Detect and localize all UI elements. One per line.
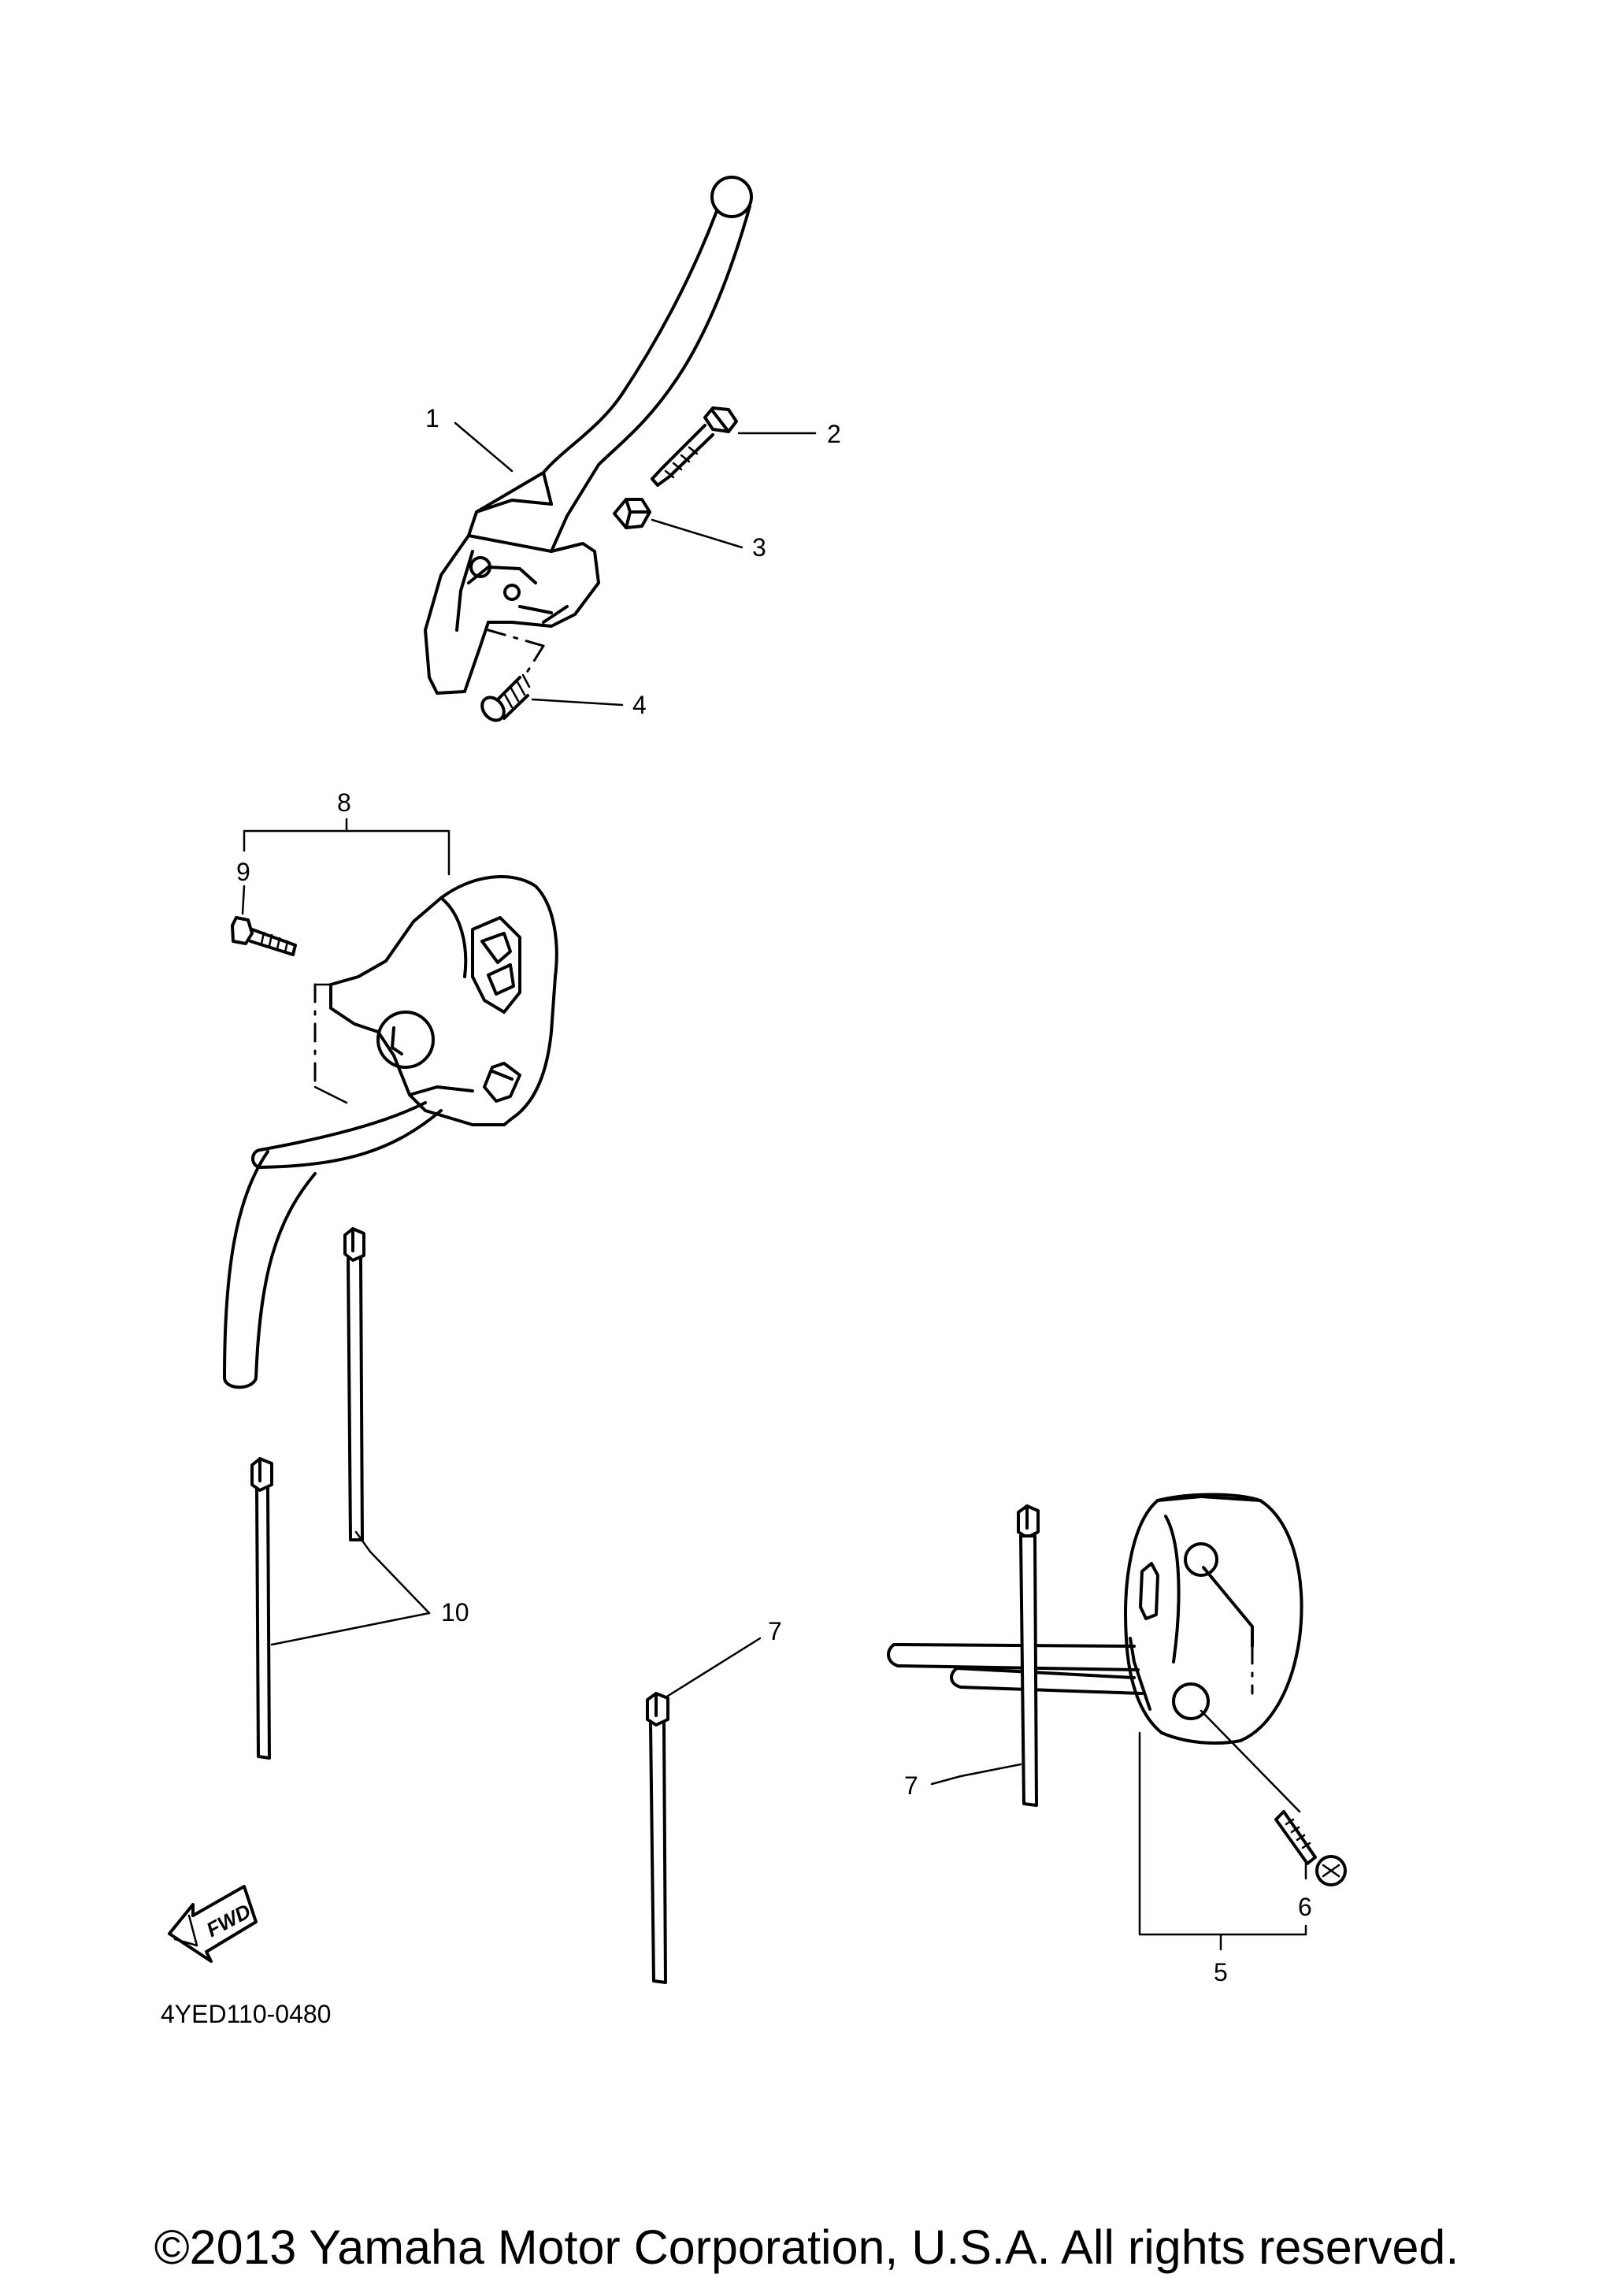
callout-2: 2	[827, 420, 841, 448]
cable-tie-7a	[646, 1692, 669, 1984]
left-switch-wire	[223, 1101, 443, 1389]
callout-7-middle: 7	[768, 1617, 782, 1645]
spring-part	[480, 673, 531, 722]
right-switch-assembly	[1124, 1493, 1303, 1745]
left-switch-assembly	[313, 875, 558, 1126]
screw-part-6	[1200, 1709, 1347, 1886]
callout-3: 3	[752, 533, 766, 562]
cable-tie-10b	[250, 1457, 273, 1760]
cable-tie-7b	[1017, 1504, 1040, 1807]
callout-9: 9	[236, 858, 250, 886]
callout-5: 5	[1214, 1958, 1228, 1986]
copyright-notice: ©2013 Yamaha Motor Corporation, U.S.A. A…	[154, 2220, 1459, 2274]
callout-7-right: 7	[904, 1771, 918, 1800]
nut-part	[613, 498, 651, 529]
callout-4: 4	[632, 691, 647, 719]
callout-6: 6	[1298, 1893, 1312, 1921]
lever-part	[424, 176, 753, 695]
screw-part-9	[231, 916, 297, 956]
fwd-arrow-icon: FWD	[168, 1885, 258, 1963]
callout-1: 1	[425, 404, 439, 432]
callout-numbers: 1 2 3 4 8 9 10 7 7 6 5	[236, 404, 1312, 1986]
cable-tie-10a	[343, 1227, 365, 1541]
callout-8: 8	[337, 788, 351, 817]
drawing-code: 4YED110-0480	[161, 2000, 331, 2028]
callout-10: 10	[441, 1598, 469, 1626]
bolt-part	[651, 406, 738, 487]
leader-lines	[241, 421, 1307, 1951]
right-switch-wires	[887, 1643, 1144, 1695]
